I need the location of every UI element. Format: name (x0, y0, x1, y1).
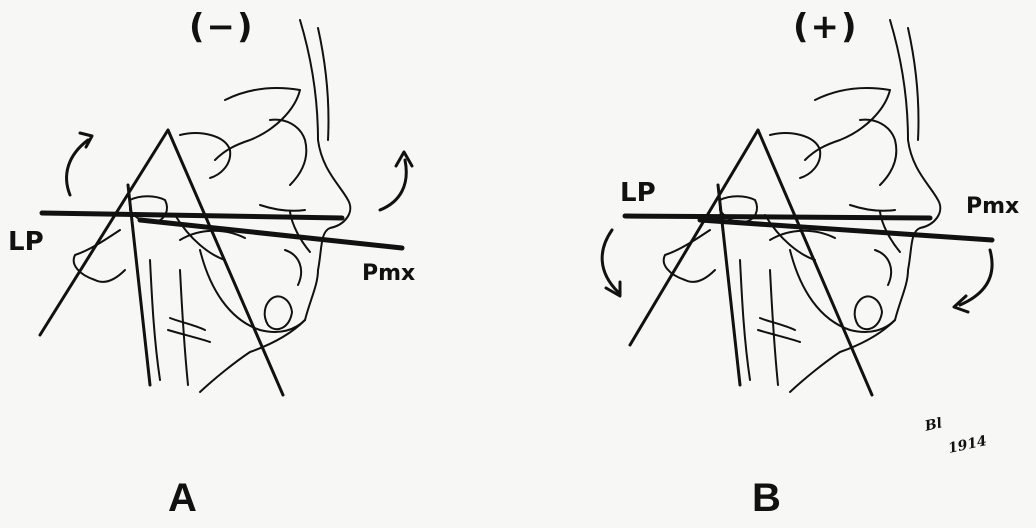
panel-a-occlusal-line (140, 220, 402, 248)
panel-a-sign: (−) (189, 10, 255, 44)
panel-a-arrow-left (67, 140, 88, 195)
panel-a-lp-label: LP (8, 229, 44, 255)
panel-a-arrow-right (380, 160, 406, 210)
panel-b-occlusal-line (700, 220, 992, 240)
signature-initials: Bl (924, 416, 944, 433)
panel-b-pmx-label: Pmx (966, 196, 1019, 218)
panel-b-palatal-line (625, 216, 930, 218)
panel-b-arrow-left (602, 230, 618, 292)
panel-b-sign: (+) (793, 10, 859, 44)
panel-a-palatal-line (42, 213, 342, 218)
panel-b-lp-label: LP (620, 180, 656, 206)
panel-b-drawing (602, 20, 992, 395)
panel-a-title: A (168, 478, 197, 518)
panel-a-drawing (40, 20, 412, 395)
panel-b-title: B (752, 478, 781, 518)
panel-a-pmx-label: Pmx (362, 263, 415, 285)
